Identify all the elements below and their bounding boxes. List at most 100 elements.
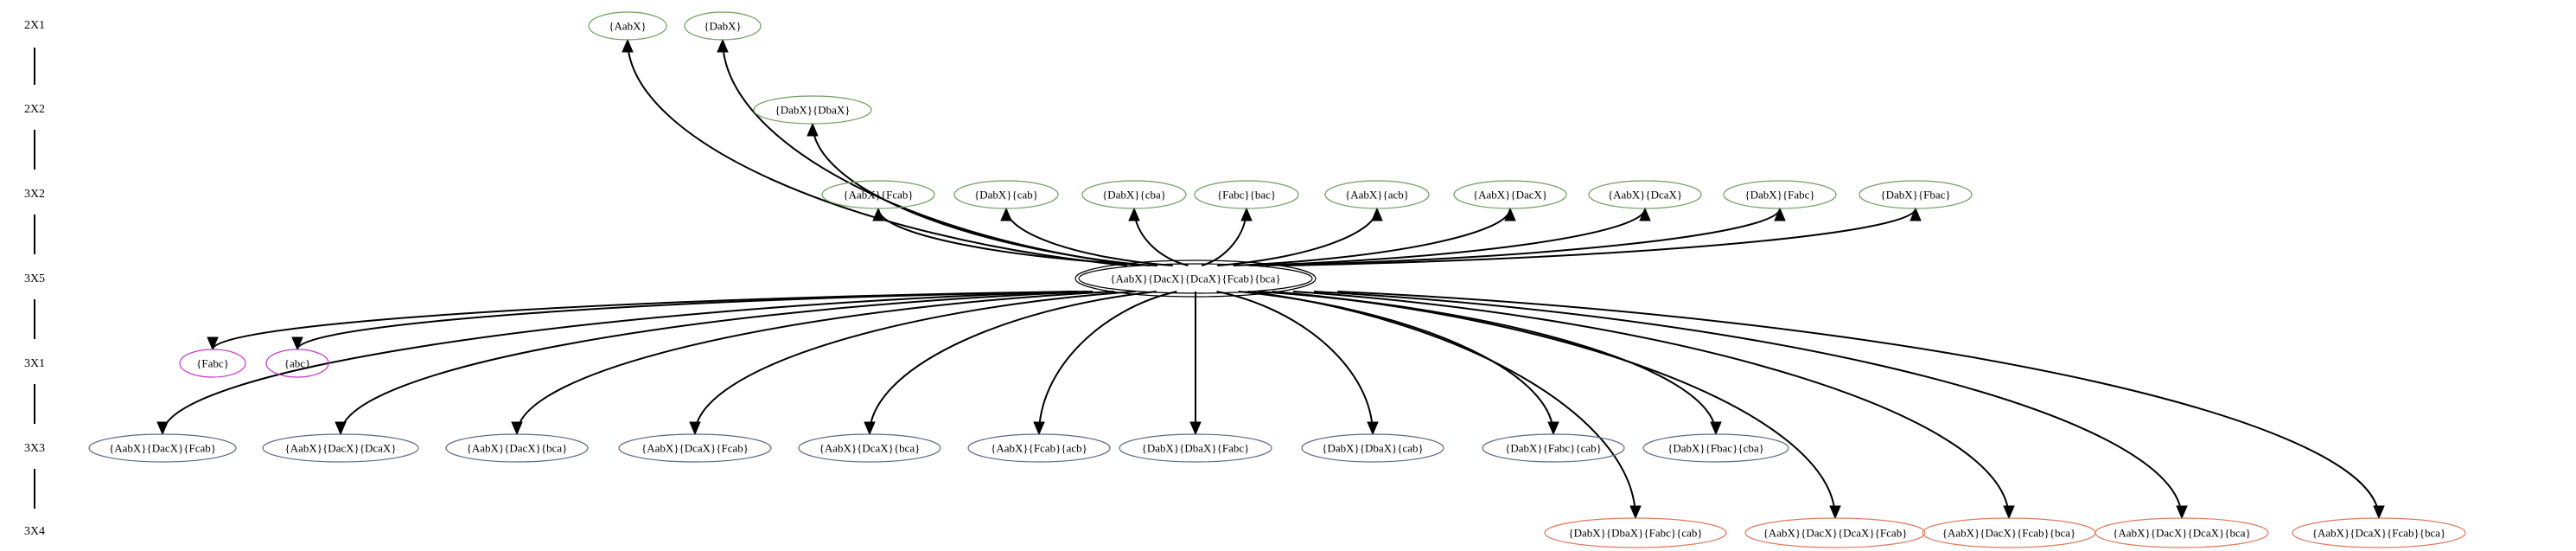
edge [1233,208,1511,266]
level-label: 3X4 [24,525,45,538]
node[interactable]: {DabX}{DbaX} [753,95,872,125]
level-axis: 2X1 2X2 3X2 3X5 3X1 3X3 3X4 [24,19,45,538]
arrow-head [2176,505,2188,520]
node[interactable]: {AabX}{DacX}{bca} [445,433,589,463]
node-label: {AabX}{DacX}{Fcab} [109,442,216,455]
node-ellipse [265,349,329,378]
node-label: {AabX}{DacX}{DcaX}{Fcab}{bca} [1110,272,1280,285]
node[interactable]: {DabX}{DbaX}{Fabc}{cab} [1544,517,1727,548]
edge [812,123,1150,266]
node-ellipse [2095,517,2269,548]
edge [869,291,1157,435]
node-ellipse [179,349,246,378]
node[interactable]: {DabX}{Fbac}{cba} [1642,433,1789,463]
node-label: {AabX}{DcaX}{Fcab} [641,442,749,455]
arrow-head [1371,207,1383,221]
node[interactable]: {AabX}{DcaX}{Fcab} [618,433,772,463]
node-ellipse [1859,180,1973,209]
arrow-head [511,421,523,436]
node[interactable]: {Fabc}{bac} [1194,180,1299,209]
node[interactable]: {DabX}{Fabc} [1723,180,1837,209]
edge [1337,291,2380,519]
arrow-head [864,421,876,436]
arrow-head [1033,421,1045,436]
node[interactable]: {AabX}{acb} [1324,180,1430,209]
edge [1281,208,1916,266]
node-label: {DabX} [704,20,742,33]
node-ellipse [1544,517,1727,548]
node[interactable]: {AabX}{Fcab}{acb} [967,433,1111,463]
node[interactable]: {AabX} [588,11,667,41]
node[interactable]: {Fabc} [179,349,246,378]
node-label: {AabX}{Fcab}{acb} [991,442,1087,455]
edge [627,39,1128,266]
arrow-head [291,336,303,351]
edge [1258,291,1717,435]
level-label: 3X2 [24,188,45,201]
arrow-head [2373,505,2385,520]
node[interactable]: {DabX}{DbaX}{Fabc} [1119,433,1272,463]
node-label: {DabX}{Fbac} [1880,189,1950,202]
node[interactable]: {AabX}{DacX}{Fcab}{bca} [1922,517,2096,548]
node-label: {AabX}{acb} [1345,189,1409,202]
level-label: 2X1 [24,19,45,32]
arrow-head [717,38,729,53]
arrow-head [1000,207,1012,221]
node[interactable]: {DabX}{cba} [1081,180,1187,209]
node-label: {AabX} [609,20,647,33]
node-ellipse [1723,180,1837,209]
node[interactable]: {DabX}{Fbac} [1859,180,1973,209]
node[interactable]: {AabX}{DcaX}{Fcab}{bca} [2292,517,2466,548]
node-label: {DabX}{DbaX}{cab} [1322,442,1424,455]
arrow-head [1504,207,1516,221]
arrow-head [207,336,219,351]
edge [340,291,1094,435]
edge [1216,291,1374,435]
node-ellipse-outer [1074,259,1317,298]
edge [1238,291,1554,435]
node[interactable]: {DabX}{Fabc}{cab} [1482,433,1625,463]
arrow-head [1639,207,1651,221]
node-ellipse [798,433,941,463]
node[interactable]: {AabX}{DcaX} [1588,180,1702,209]
node-ellipse [684,11,762,41]
arrow-head [689,421,701,436]
node[interactable]: {AabX}{DacX}{DcaX}{Fcab} [1744,517,1926,548]
node-label: {AabX}{Fcab} [843,189,913,202]
node[interactable]: {AabX}{DacX}{DcaX} [262,433,419,463]
edge [877,208,1158,266]
edge [162,291,1072,435]
node-label: {AabX}{DacX}{DcaX} [284,442,396,455]
arrow-head [807,122,819,137]
node-ellipse [1588,180,1702,209]
node[interactable]: {AabX}{DacX}{DcaX}{bca} [2095,517,2269,548]
arrow-head [335,421,347,436]
node[interactable]: {AabX}{DacX} [1453,180,1567,209]
node[interactable]: {DabX}{cab} [953,180,1059,209]
node[interactable]: {AabX}{Fcab} [821,180,935,209]
node[interactable]: {AabX}{DcaX}{bca} [798,433,941,463]
edge [1292,291,2010,519]
node-label: {DabX}{DbaX} [775,104,850,117]
arrow-head [872,207,884,221]
node-ellipse [1453,180,1567,209]
node[interactable]: {DabX} [684,11,762,41]
edge [1266,208,1781,266]
node-label: {DabX}{Fabc} [1744,189,1814,202]
node-label: {AabX}{DacX}{DcaX}{bca} [2113,527,2251,540]
node-ellipse [588,11,667,41]
edge [1247,291,1636,519]
node[interactable]: {DabX}{DbaX}{cab} [1301,433,1444,463]
node-ellipse [445,433,589,463]
arrow-head [622,38,634,53]
center-node[interactable]: {AabX}{DacX}{DcaX}{Fcab}{bca} [1074,259,1317,298]
node-label: {DabX}{Fabc}{cab} [1505,442,1602,455]
node-label: {AabX}{DacX}{bca} [467,442,568,455]
edge [694,291,1136,435]
node-ellipse [753,95,872,125]
node[interactable]: {AabX}{DacX}{Fcab} [88,433,237,463]
node-ellipse [821,180,935,209]
node[interactable]: {abc} [265,349,329,378]
edge [1038,291,1177,435]
